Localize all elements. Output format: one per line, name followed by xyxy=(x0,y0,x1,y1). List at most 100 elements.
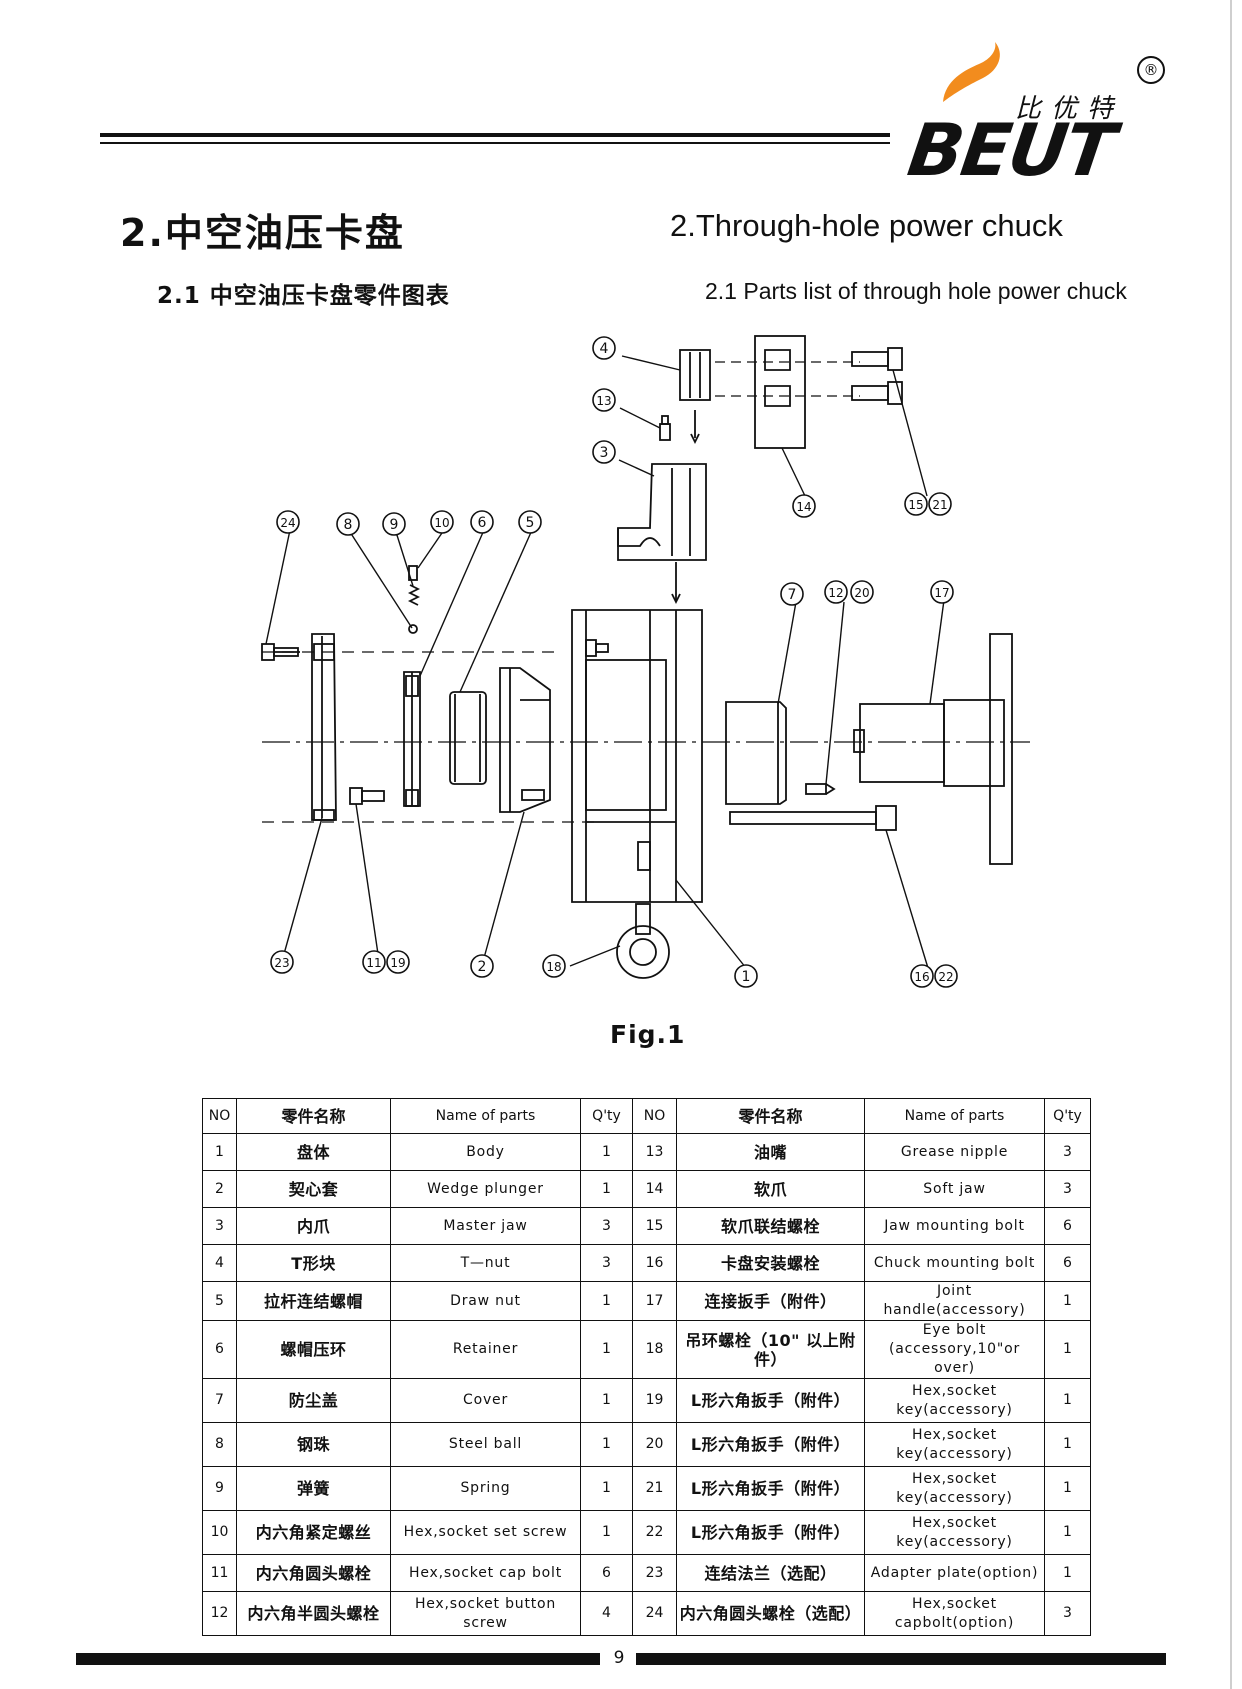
subsection-title-cn: 2.1 中空油压卡盘零件图表 xyxy=(157,283,450,309)
callout-16: 16 xyxy=(910,964,934,988)
footer-bar-left xyxy=(76,1653,600,1665)
callout-label: 4 xyxy=(600,341,609,357)
part-number: 8 xyxy=(202,1422,237,1467)
part-name-cn: 内六角紧定螺丝 xyxy=(236,1510,391,1555)
part-number: 19 xyxy=(632,1378,677,1423)
part-number: 18 xyxy=(632,1320,677,1379)
callout-label: 9 xyxy=(390,517,399,533)
callout-label: 2 xyxy=(478,959,487,975)
header-part-name-cn: 零件名称 xyxy=(676,1098,865,1134)
part-number: 9 xyxy=(202,1466,237,1511)
part-name-en: Hex,socket set screw xyxy=(390,1510,581,1555)
part-name-en: Jaw mounting bolt xyxy=(864,1207,1045,1245)
callout-9: 9 xyxy=(382,512,406,536)
callout-18: 18 xyxy=(542,954,566,978)
part-name-en: Master jaw xyxy=(390,1207,581,1245)
part-qty: 1 xyxy=(580,1170,633,1208)
callout-label: 12 xyxy=(828,586,843,600)
part-qty: 3 xyxy=(1044,1170,1091,1208)
part-name-en: Retainer xyxy=(390,1320,581,1379)
part-name-cn: L形六角扳手（附件） xyxy=(676,1510,865,1555)
callout-label: 13 xyxy=(596,394,611,408)
callout-label: 24 xyxy=(280,516,295,530)
callout-label: 19 xyxy=(390,956,405,970)
part-name-en: Hex,socket key(accessory) xyxy=(864,1466,1045,1511)
callout-label: 10 xyxy=(434,516,449,530)
header-qty: Q'ty xyxy=(580,1098,633,1134)
callout-label: 16 xyxy=(914,970,929,984)
callout-label: 11 xyxy=(366,956,381,970)
callout-21: 21 xyxy=(928,492,952,516)
part-qty: 1 xyxy=(1044,1281,1091,1321)
callout-label: 20 xyxy=(854,586,869,600)
header-no: NO xyxy=(632,1098,677,1134)
section-title-en: 2.Through-hole power chuck xyxy=(670,208,1063,243)
callout-7: 7 xyxy=(780,582,804,606)
part-name-cn: 防尘盖 xyxy=(236,1378,391,1423)
part-name-en: Hex,socket key(accessory) xyxy=(864,1378,1045,1423)
parts-table: NO 零件名称 Name of parts Q'ty NO 零件名称 Name … xyxy=(202,1098,1091,1636)
callout-13: 13 xyxy=(592,388,616,412)
part-name-cn: 卡盘安装螺栓 xyxy=(676,1244,865,1282)
part-name-en: Hex,socket capbolt(option) xyxy=(864,1591,1045,1636)
part-qty: 4 xyxy=(580,1591,633,1636)
callout-label: 17 xyxy=(934,586,949,600)
header-rule-thin xyxy=(100,142,890,144)
header-part-name-en: Name of parts xyxy=(390,1098,581,1134)
callout-1: 1 xyxy=(734,964,758,988)
callout-6: 6 xyxy=(470,510,494,534)
part-name-en: Hex,socket key(accessory) xyxy=(864,1510,1045,1555)
callout-label: 3 xyxy=(600,445,609,461)
callout-3: 3 xyxy=(592,440,616,464)
callout-4: 4 xyxy=(592,336,616,360)
part-name-en: Soft jaw xyxy=(864,1170,1045,1208)
part-number: 12 xyxy=(202,1591,237,1636)
flame-icon xyxy=(943,42,1000,102)
part-name-en: Steel ball xyxy=(390,1422,581,1467)
part-number: 4 xyxy=(202,1244,237,1282)
figure-caption: Fig.1 xyxy=(610,1020,686,1049)
callout-5: 5 xyxy=(518,510,542,534)
callout-14: 14 xyxy=(792,494,816,518)
callout-label: 7 xyxy=(788,587,797,603)
brand-logo: 比优特 ® BEUT xyxy=(903,38,1170,192)
part-number: 1 xyxy=(202,1133,237,1171)
part-qty: 1 xyxy=(580,1320,633,1379)
part-name-cn: 钢珠 xyxy=(236,1422,391,1467)
part-name-cn: L形六角扳手（附件） xyxy=(676,1422,865,1467)
callout-24: 24 xyxy=(276,510,300,534)
part-name-cn: 盘体 xyxy=(236,1133,391,1171)
part-name-en: Hex,socket button screw xyxy=(390,1591,581,1636)
part-number: 24 xyxy=(632,1591,677,1636)
part-qty: 1 xyxy=(1044,1378,1091,1423)
part-name-en: Hex,socket key(accessory) xyxy=(864,1422,1045,1467)
part-qty: 1 xyxy=(1044,1554,1091,1592)
part-qty: 1 xyxy=(580,1422,633,1467)
part-name-cn: 内六角半圆头螺栓 xyxy=(236,1591,391,1636)
part-name-en: Hex,socket cap bolt xyxy=(390,1554,581,1592)
part-name-en: Joint handle(accessory) xyxy=(864,1281,1045,1321)
part-number: 13 xyxy=(632,1133,677,1171)
part-number: 23 xyxy=(632,1554,677,1592)
part-qty: 6 xyxy=(1044,1244,1091,1282)
part-number: 20 xyxy=(632,1422,677,1467)
table-header-row: NO 零件名称 Name of parts Q'ty NO 零件名称 Name … xyxy=(202,1098,1091,1134)
part-name-cn: 连接扳手（附件） xyxy=(676,1281,865,1321)
part-name-en: Draw nut xyxy=(390,1281,581,1321)
subsection-title-en: 2.1 Parts list of through hole power chu… xyxy=(705,278,1127,304)
part-name-cn: 弹簧 xyxy=(236,1466,391,1511)
part-qty: 3 xyxy=(1044,1591,1091,1636)
part-qty: 1 xyxy=(1044,1320,1091,1379)
callout-20: 20 xyxy=(850,580,874,604)
header-qty: Q'ty xyxy=(1044,1098,1091,1134)
part-qty: 3 xyxy=(580,1207,633,1245)
part-qty: 3 xyxy=(580,1244,633,1282)
